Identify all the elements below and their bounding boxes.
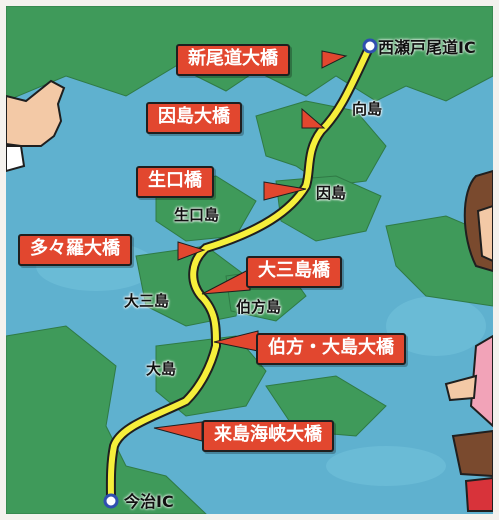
- island-label-oshima: 大島: [146, 360, 177, 378]
- pointer-shinonomichi: [321, 50, 348, 69]
- map-frame: 新尾道大橋 因島大橋 生口橋 多々羅大橋 大三島橋 伯方・大島大橋 来島海峡大橋…: [6, 6, 493, 514]
- bridge-label-shin-onomichi: 新尾道大橋: [176, 44, 290, 76]
- bridge-pointers: [153, 50, 348, 442]
- cartoon-character-illustration: [444, 169, 493, 512]
- island-label-omishima: 大三島: [124, 292, 170, 310]
- end-ic-label: 今治IC: [124, 492, 174, 511]
- bridge-label-ikuchi: 生口橋: [136, 166, 214, 198]
- route-line: [107, 43, 373, 504]
- bridge-label-omishima: 大三島橋: [246, 256, 342, 288]
- map-svg: [6, 6, 493, 514]
- island-label-ikuchijima: 生口島: [174, 206, 220, 224]
- pointer-ikuchi: [263, 181, 307, 201]
- pointer-tatara: [177, 241, 206, 261]
- pointing-hand-illustration: [6, 79, 66, 173]
- pointer-innoshima: [301, 107, 326, 129]
- start-ic-label: 西瀬戸尾道IC: [378, 38, 476, 57]
- end-endpoint-marker: [103, 493, 119, 509]
- bridge-label-innoshima: 因島大橋: [146, 102, 242, 134]
- island-label-mukaishima: 向島: [352, 100, 383, 118]
- pointer-kurushima: [153, 421, 203, 442]
- island-label-innoshima: 因島: [316, 184, 347, 202]
- start-endpoint-marker: [362, 38, 378, 54]
- island-label-hakatajima: 伯方島: [236, 298, 282, 316]
- bridge-label-tatara: 多々羅大橋: [18, 234, 132, 266]
- bridge-label-kurushima-kaikyo: 来島海峡大橋: [202, 420, 334, 452]
- bridge-label-hakata-oshima: 伯方・大島大橋: [256, 333, 406, 365]
